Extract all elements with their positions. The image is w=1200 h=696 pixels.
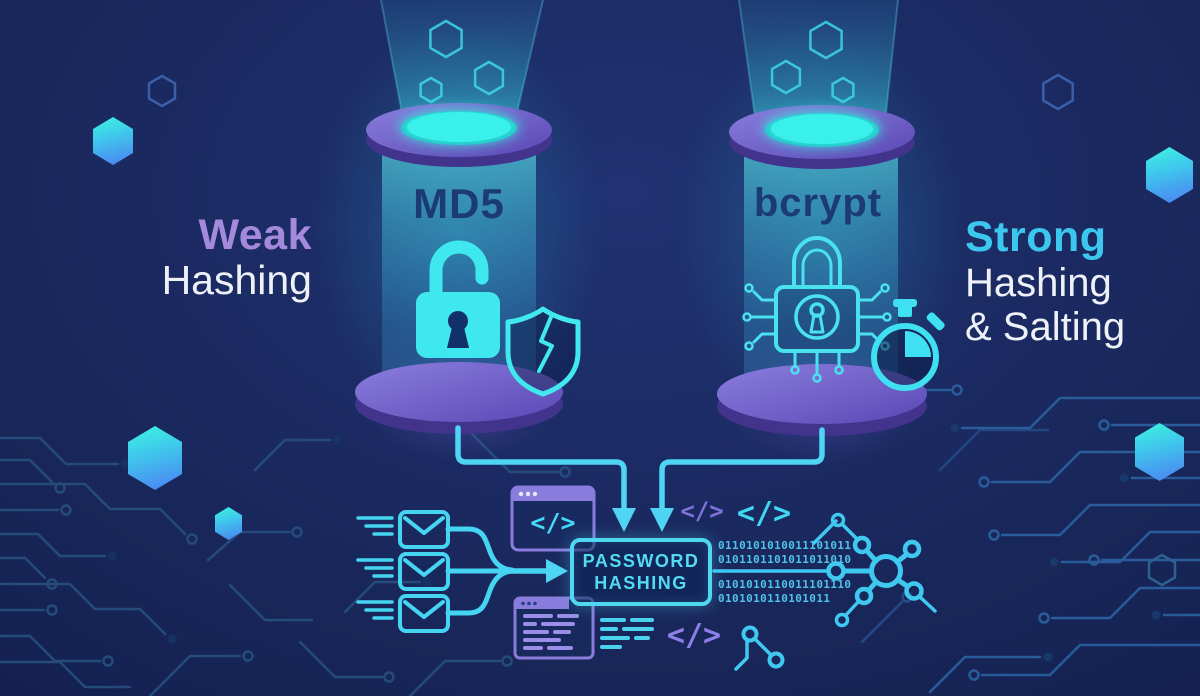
code-tag-icon: </> <box>737 496 791 531</box>
hexagon-outline-icon <box>147 74 177 108</box>
node-traces <box>734 512 937 671</box>
hexagon-filled-icon <box>215 507 242 540</box>
code-tag-icon: </> <box>530 508 575 537</box>
arrow-down-icon <box>650 508 674 532</box>
converging-lines <box>445 526 549 616</box>
network-node-icon <box>712 512 937 671</box>
beam-hexagons <box>770 20 855 104</box>
weak-heading-rest: Hashing <box>161 257 312 304</box>
envelope-icon <box>356 594 450 633</box>
arrow-down-icon <box>612 508 636 532</box>
password-hashing-line1: PASSWORD <box>582 550 700 571</box>
binary-line: 0101010110011101110 <box>718 578 852 591</box>
weak-heading-accent: Weak <box>198 211 312 259</box>
unlocked-padlock-icon <box>416 240 500 358</box>
binary-line: 0101101101011011010 <box>718 553 852 566</box>
circuit-padlock-icon <box>742 236 892 383</box>
envelope-icon <box>356 510 450 549</box>
cyan-code-lines <box>600 618 654 649</box>
envelope-icon <box>356 552 450 591</box>
hexagon-outline-icon <box>1147 553 1177 587</box>
code-lines <box>523 614 579 650</box>
stopwatch-icon <box>871 299 945 391</box>
bcrypt-label: bcrypt <box>753 181 883 225</box>
circuit-pattern-bottom-right <box>843 384 1200 694</box>
password-hashing-box: PASSWORD HASHING <box>570 538 712 606</box>
cylinder-connectors <box>455 425 825 532</box>
arrow-right-icon <box>546 559 568 583</box>
speed-lines <box>356 600 394 620</box>
hexagon-outline-icon <box>1042 73 1074 111</box>
md5-label: MD5 <box>413 180 505 227</box>
right-light-beam <box>738 0 899 133</box>
password-hashing-line2: HASHING <box>594 573 688 593</box>
circuit-pattern-bottom-left <box>0 430 571 696</box>
code-tag-icon: </> <box>667 618 721 653</box>
window-dots <box>521 601 537 606</box>
binary-line: 0101010110101011 <box>718 592 831 605</box>
code-window-icon: </> <box>510 485 596 552</box>
left-light-beam <box>380 0 544 131</box>
strong-heading-accent: Strong <box>965 213 1107 261</box>
binary-line: 0110101010011101011 <box>718 539 852 552</box>
code-tag-icon: </> <box>680 497 723 525</box>
weak-heading-block: Weak Hashing <box>120 212 312 303</box>
strong-heading-block: Strong Hashing & Salting <box>965 213 1195 350</box>
window-dots <box>518 491 538 497</box>
code-window-icon <box>513 596 595 660</box>
strong-heading-line2: Hashing <box>965 261 1112 306</box>
speed-lines <box>356 558 394 578</box>
hexagon-filled-icon <box>1146 147 1193 203</box>
envelope-flow <box>356 510 568 633</box>
strong-heading-line3: & Salting <box>965 305 1126 350</box>
beam-hexagons <box>419 19 505 104</box>
outlined-hexagons <box>147 73 1177 587</box>
broken-shield-icon <box>505 306 581 397</box>
speed-lines <box>356 516 394 536</box>
